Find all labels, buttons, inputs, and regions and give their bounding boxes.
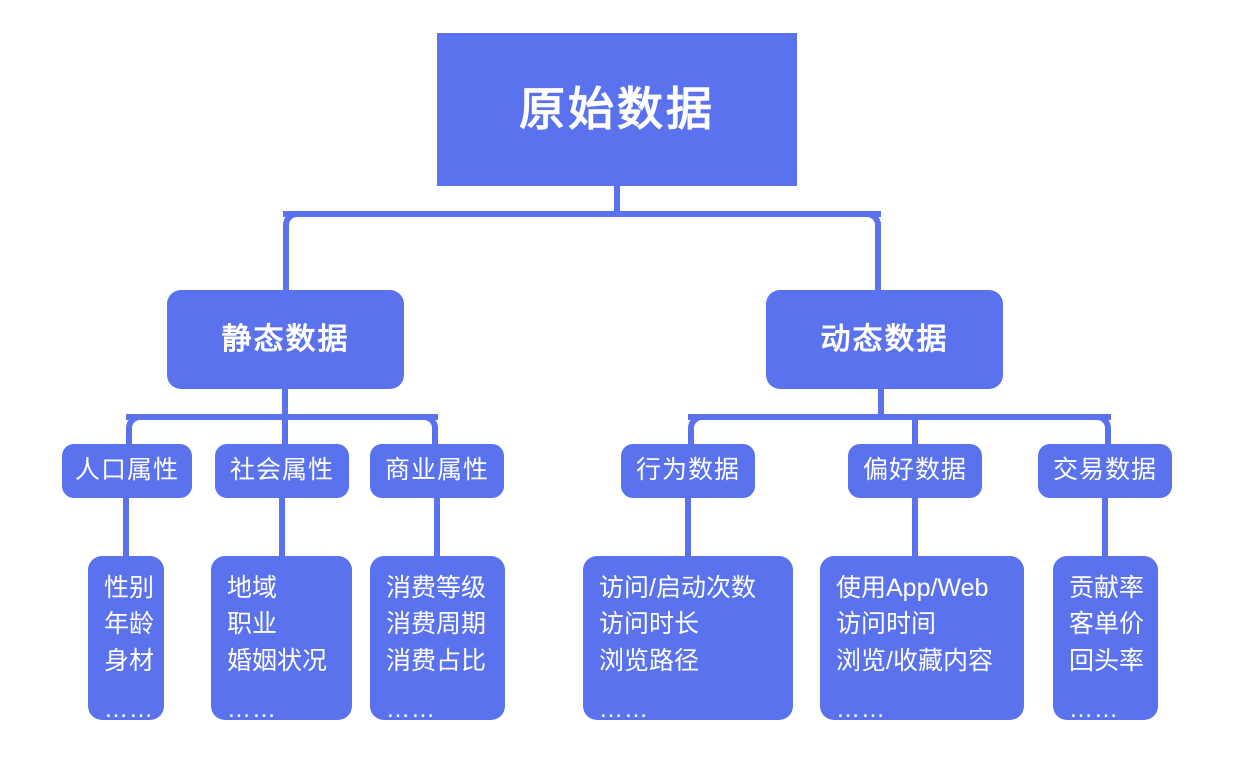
leaf-item: 消费等级 [386, 574, 487, 602]
leaf-demographic-attributes[interactable]: 性别 年龄 身材 …… [88, 556, 164, 720]
leaf-item: 消费周期 [386, 610, 487, 639]
leaf-item: 年龄 [104, 610, 155, 639]
connector-leaf-drop-commercial [434, 497, 440, 559]
connector-dynamic-elbow-left [688, 414, 708, 434]
connector-root-drop-left [283, 229, 289, 291]
leaf-item: 职业 [227, 610, 278, 639]
leaf-ellipsis: …… [599, 695, 649, 720]
node-demographic-attributes[interactable]: 人口属性 [62, 444, 192, 498]
connector-static-drop-1 [126, 432, 132, 446]
node-behavior-data[interactable]: 行为数据 [621, 444, 755, 498]
node-preference-data[interactable]: 偏好数据 [848, 444, 982, 498]
leaf-preference-data[interactable]: 使用App/Web 访问时间 浏览/收藏内容 …… [820, 556, 1024, 720]
connector-leaf-drop-social [279, 497, 285, 559]
leaf-item: 访问时长 [599, 610, 700, 639]
connector-dynamic-drop-2 [912, 414, 918, 446]
leaf-item: 回头率 [1069, 646, 1145, 675]
connector-root-stem [614, 186, 620, 216]
leaf-item: 消费占比 [386, 646, 487, 675]
leaf-transaction-data[interactable]: 贡献率 客单价 回头率 …… [1053, 556, 1158, 720]
leaf-ellipsis: …… [227, 695, 277, 720]
connector-root-elbow-right [861, 211, 881, 231]
connector-dynamic-bus [688, 414, 1111, 420]
connector-leaf-drop-preference [912, 497, 918, 559]
leaf-item: 地域 [227, 574, 278, 602]
node-static-data[interactable]: 静态数据 [167, 290, 404, 389]
connector-dynamic-drop-3 [1105, 432, 1111, 446]
leaf-ellipsis: …… [1069, 695, 1119, 720]
connector-static-stem [282, 389, 288, 419]
leaf-item: 贡献率 [1069, 574, 1145, 602]
leaf-commercial-attributes[interactable]: 消费等级 消费周期 消费占比 …… [370, 556, 505, 720]
node-dynamic-data[interactable]: 动态数据 [766, 290, 1003, 389]
leaf-item: 浏览/收藏内容 [836, 646, 993, 675]
connector-static-drop-2 [282, 414, 288, 446]
connector-root-elbow-left [283, 211, 303, 231]
node-root-raw-data[interactable]: 原始数据 [437, 33, 797, 186]
connector-dynamic-elbow-right [1091, 414, 1111, 434]
node-commercial-attributes[interactable]: 商业属性 [370, 444, 504, 498]
connector-leaf-drop-demographic [123, 497, 129, 559]
node-social-attributes[interactable]: 社会属性 [215, 444, 349, 498]
connector-static-elbow-right [418, 414, 438, 434]
leaf-ellipsis: …… [386, 695, 436, 720]
leaf-social-attributes[interactable]: 地域 职业 婚姻状况 …… [211, 556, 352, 720]
connector-static-drop-3 [432, 432, 438, 446]
leaf-item: 访问时间 [836, 610, 937, 639]
connector-root-drop-right [875, 229, 881, 291]
connector-root-bus [283, 211, 881, 217]
connector-static-elbow-left [126, 414, 146, 434]
leaf-item: 使用App/Web [836, 574, 989, 602]
leaf-item: 婚姻状况 [227, 646, 328, 675]
connector-dynamic-stem [878, 389, 884, 419]
leaf-item: 访问/启动次数 [599, 574, 756, 602]
connector-leaf-drop-transaction [1102, 497, 1108, 559]
leaf-item: 性别 [104, 574, 155, 602]
leaf-ellipsis: …… [104, 695, 154, 720]
leaf-ellipsis: …… [836, 695, 886, 720]
connector-leaf-drop-behavior [685, 497, 691, 559]
connector-dynamic-drop-1 [688, 432, 694, 446]
node-transaction-data[interactable]: 交易数据 [1038, 444, 1172, 498]
leaf-behavior-data[interactable]: 访问/启动次数 访问时长 浏览路径 …… [583, 556, 793, 720]
leaf-item: 身材 [104, 646, 155, 675]
leaf-item: 客单价 [1069, 610, 1145, 639]
leaf-item: 浏览路径 [599, 646, 700, 675]
